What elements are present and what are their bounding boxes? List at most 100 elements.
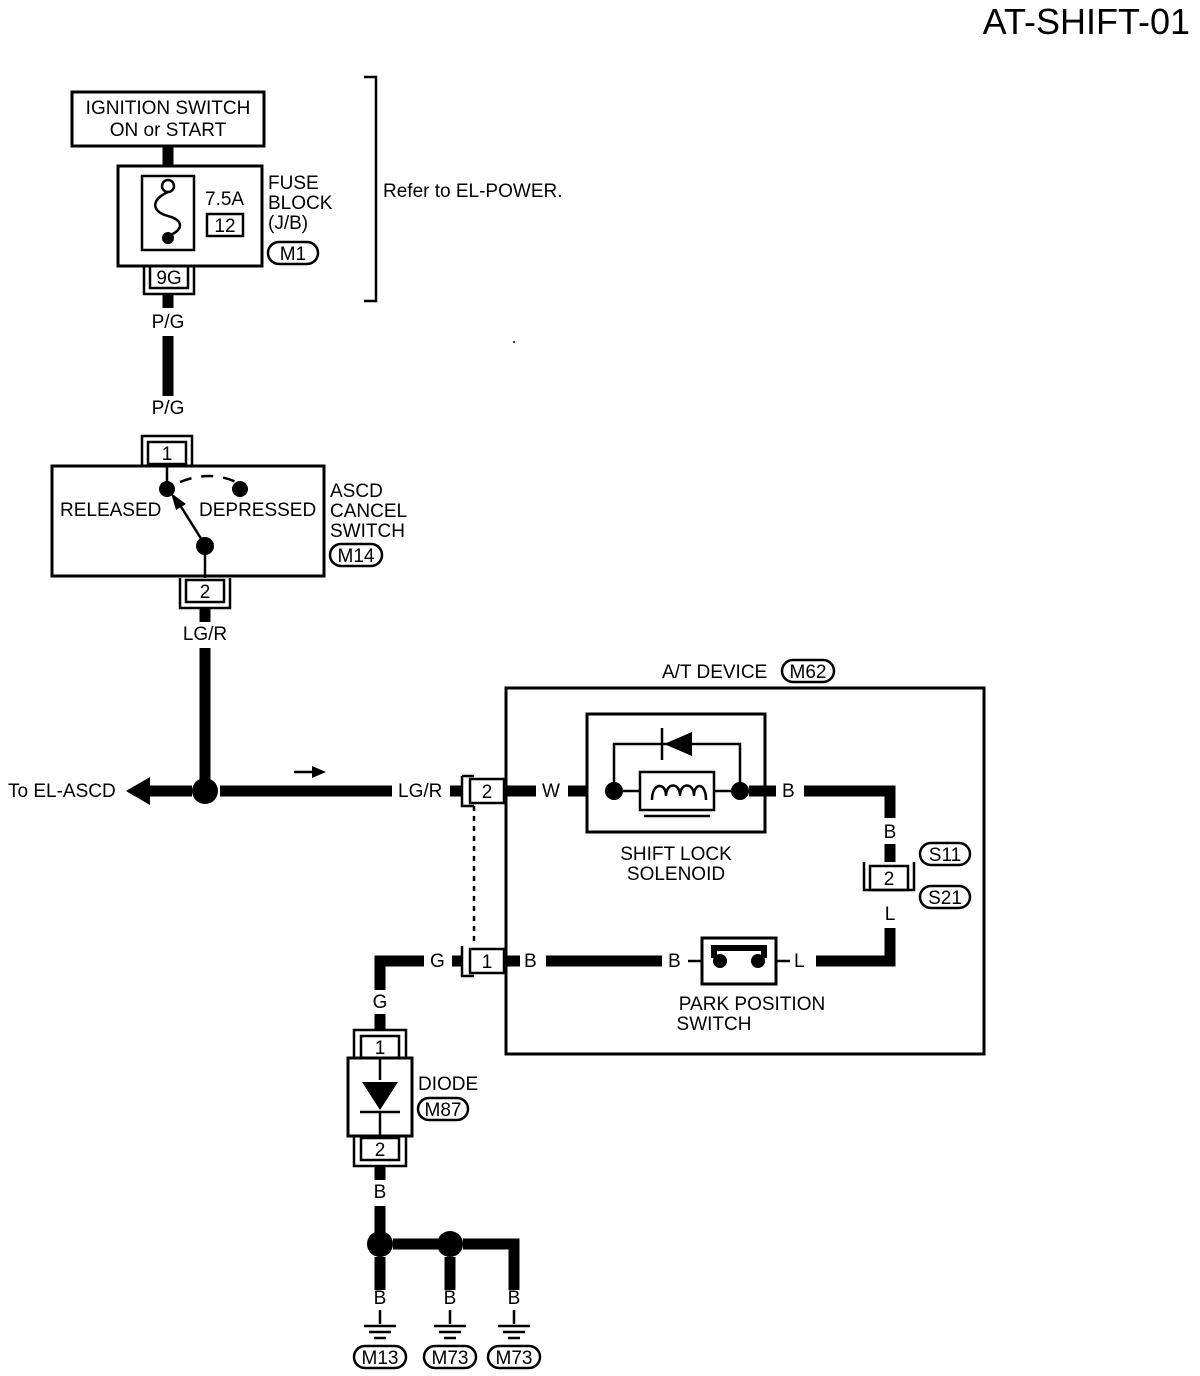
stray-dot <box>513 341 515 343</box>
refer-note: Refer to EL-POWER. <box>383 181 563 202</box>
ground-connector-badge <box>352 1344 408 1370</box>
wire-w-label: W <box>542 781 560 802</box>
fuse-connector: M1 <box>280 244 306 265</box>
wire-ground-1-label: B <box>374 1288 387 1309</box>
ascd-label-3: SWITCH <box>330 521 405 542</box>
fuse-number-box <box>205 212 245 238</box>
wire-g-conn-label: G <box>430 951 445 972</box>
wire-l-up-label: L <box>885 904 896 925</box>
pin1: 1 <box>482 952 493 973</box>
joint-pin: 2 <box>884 869 895 890</box>
fuse-label-1: FUSE <box>268 173 319 194</box>
pin1-box <box>468 947 506 975</box>
fuse-terminal-top <box>160 178 176 194</box>
terminal-9g: 9G <box>156 268 181 289</box>
wire-l-switch-label: L <box>794 951 805 972</box>
fuse-terminal-bottom <box>162 232 174 244</box>
wire-b-switch-label: B <box>668 951 681 972</box>
ground-connector-badge <box>486 1344 542 1370</box>
ascd-connector: M14 <box>338 546 375 567</box>
diode-pin1-outline <box>352 1028 408 1058</box>
joint-s11: S11 <box>929 845 961 866</box>
ascd-terminal2-box <box>184 578 226 604</box>
joint-s11-badge <box>918 841 972 867</box>
park-label-2: SWITCH <box>677 1014 752 1035</box>
solenoid-coil-box <box>638 770 716 812</box>
wire-b-sol-2 <box>804 785 896 818</box>
solenoid-label-1: SHIFT LOCK <box>620 844 732 865</box>
ground-connector-2: M73 <box>432 1348 469 1369</box>
pin1-outline <box>460 946 474 978</box>
wire-l <box>816 928 896 967</box>
park-switch-bar <box>711 945 767 958</box>
diode-connector: M87 <box>425 1100 462 1121</box>
ascd-label-1: ASCD <box>330 481 383 502</box>
joint-s21: S21 <box>928 888 962 909</box>
at-device-connector-badge <box>780 658 836 684</box>
released-label: RELEASED <box>60 500 161 521</box>
ascd-terminal1-outline <box>140 434 194 466</box>
diode-pin2: 2 <box>375 1140 386 1161</box>
solenoid-coil-icon <box>650 784 708 801</box>
ascd-dashed-arc <box>179 474 237 484</box>
wire-ground-link-2 <box>463 1238 520 1290</box>
fuse-label-3: (J/B) <box>268 213 308 234</box>
at-device-label: A/T DEVICE <box>662 662 767 683</box>
ascd-switch-box <box>50 464 326 578</box>
diode-connector-badge <box>416 1096 470 1122</box>
joint-box <box>868 864 910 892</box>
ground-icon <box>498 1310 530 1340</box>
solenoid-diode-icon <box>664 732 692 756</box>
wire-b-down-label: B <box>884 822 897 843</box>
joint-s21-badge <box>918 884 972 910</box>
ground-connector-badge <box>422 1344 478 1370</box>
wire-ground-2-label: B <box>444 1288 457 1309</box>
ascd-terminal1-box <box>146 440 188 466</box>
ground-junction-2 <box>437 1231 463 1257</box>
ascd-terminal1: 1 <box>162 444 173 465</box>
ascd-terminal2: 2 <box>200 582 211 603</box>
ground-connector-3: M73 <box>496 1348 533 1369</box>
ground-icon <box>434 1310 466 1340</box>
current-flow-arrow <box>312 766 326 778</box>
diode-pin1: 1 <box>375 1038 386 1059</box>
depressed-label: DEPRESSED <box>199 500 316 521</box>
pin2-box <box>468 777 506 805</box>
wire-b-diode-label: B <box>374 1182 387 1203</box>
fuse-icon <box>154 190 182 238</box>
ground-junction-1 <box>367 1231 393 1257</box>
solenoid-label-2: SOLENOID <box>627 864 725 885</box>
ignition-switch-box <box>70 90 266 148</box>
fuse-label-2: BLOCK <box>268 193 333 214</box>
ascd-connector-badge <box>328 542 384 568</box>
page-title: AT-SHIFT-01 <box>983 1 1190 42</box>
to-ascd-arrow <box>126 777 150 805</box>
at-device-connector: M62 <box>790 662 827 683</box>
wire-pg-top-label: P/G <box>152 312 185 333</box>
ignition-label-2: ON or START <box>110 120 227 141</box>
fuse-connector-badge <box>266 240 320 266</box>
fuse-holder <box>140 174 196 252</box>
lgr-junction <box>192 778 218 804</box>
wire-b-conn1-label: B <box>524 951 537 972</box>
wire-ground-3-label: B <box>508 1288 521 1309</box>
wire-b-sol-label: B <box>782 781 795 802</box>
ground-connector-1: M13 <box>362 1348 399 1369</box>
pin2-outline <box>460 774 474 808</box>
wire-lgr-conn-label: LG/R <box>398 781 442 802</box>
pin2: 2 <box>482 782 493 803</box>
diode-label: DIODE <box>418 1074 478 1095</box>
ascd-label-2: CANCEL <box>330 501 407 522</box>
ignition-label-1: IGNITION SWITCH <box>86 98 251 119</box>
ground-icon <box>364 1310 396 1340</box>
wire-lgr-top-label: LG/R <box>183 624 227 645</box>
wire-g-down-label: G <box>373 992 388 1013</box>
ascd-pivot <box>196 537 214 555</box>
terminal-9g-box <box>148 264 190 290</box>
park-label-1: PARK POSITION <box>679 994 825 1015</box>
diode-pin2-box <box>359 1136 401 1162</box>
depressed-contact <box>232 481 248 497</box>
fuse-number: 12 <box>214 216 235 237</box>
wire-pg-bottom-label: P/G <box>152 398 185 419</box>
